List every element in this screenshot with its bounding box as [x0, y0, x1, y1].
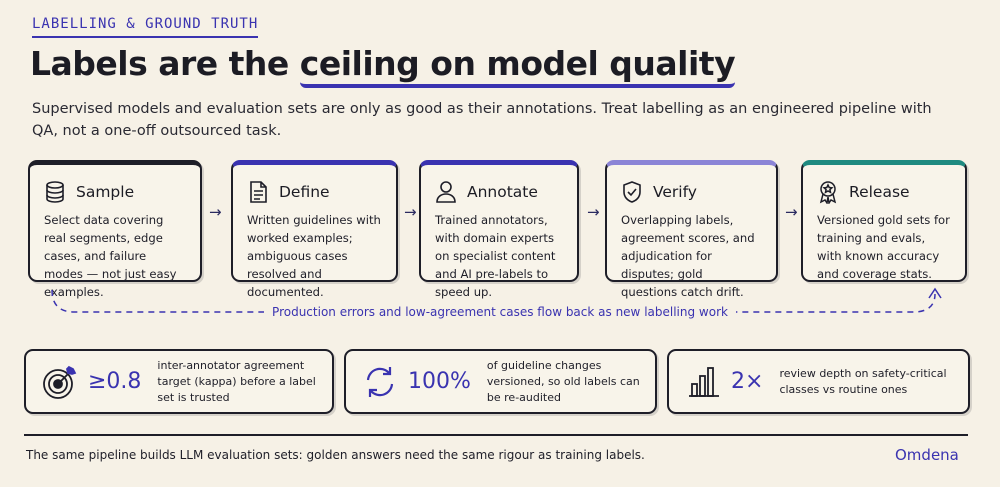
feedback-loop-text: Production errors and low-agreement case…	[264, 305, 736, 319]
stat-value: ≥0.8	[88, 369, 142, 394]
flow-arrow: →	[785, 203, 798, 221]
step-label: Release	[849, 183, 910, 201]
stat-description: review depth on safety-critical classes …	[779, 366, 947, 396]
title-prefix: Labels are the	[30, 44, 300, 83]
step-description: Trained annotators, with domain experts …	[435, 213, 556, 299]
award-ribbon-icon	[817, 180, 839, 204]
step-description: Overlapping labels, agreement scores, an…	[621, 213, 755, 299]
person-icon	[435, 180, 457, 204]
step-card-verify: Verify Overlapping labels, agreement sco…	[605, 160, 778, 299]
step-description: Written guidelines with worked examples;…	[247, 213, 381, 299]
step-description: Select data covering real segments, edge…	[44, 213, 177, 299]
stat-description: inter-annotator agreement target (kappa)…	[157, 358, 316, 404]
document-icon	[247, 180, 269, 204]
step-card-sample: Sample Select data covering real segment…	[28, 160, 202, 299]
flow-arrow: →	[209, 203, 222, 221]
step-card-define: Define Written guidelines with worked ex…	[231, 160, 398, 299]
shield-check-icon	[621, 180, 643, 204]
bar-chart-icon	[683, 362, 723, 402]
eyebrow-label: LABELLING & GROUND TRUTH	[32, 16, 259, 38]
step-label: Annotate	[467, 183, 538, 201]
footer-note: The same pipeline builds LLM evaluation …	[26, 448, 645, 462]
flow-arrow: →	[404, 203, 417, 221]
refresh-icon	[360, 362, 400, 402]
stat-card-agreement: ≥0.8 inter-annotator agreement target (k…	[24, 349, 334, 414]
step-card-release: Release Versioned gold sets for training…	[801, 160, 967, 282]
title-highlight: ceiling on model quality	[299, 44, 736, 88]
step-label: Sample	[76, 183, 135, 201]
stat-value: 2×	[731, 369, 764, 394]
footer-divider	[24, 434, 968, 436]
stat-value: 100%	[408, 369, 471, 394]
step-label: Define	[279, 183, 330, 201]
flow-arrow: →	[587, 203, 600, 221]
step-card-annotate: Annotate Trained annotators, with domain…	[419, 160, 579, 299]
stat-description: of guideline changes versioned, so old l…	[486, 358, 640, 404]
intro-paragraph: Supervised models and evaluation sets ar…	[32, 101, 932, 139]
stat-card-versioning: 100% of guideline changes versioned, so …	[344, 349, 657, 414]
step-label: Verify	[653, 183, 697, 201]
feedback-loop-caption: Production errors and low-agreement case…	[0, 305, 1000, 319]
target-icon	[40, 362, 80, 402]
database-icon	[44, 180, 66, 204]
step-description: Versioned gold sets for training and eva…	[817, 213, 950, 281]
page-title: Labels are the ceiling on model quality	[30, 44, 736, 88]
stat-card-review-depth: 2× review depth on safety-critical class…	[667, 349, 970, 414]
brand-logo-text: Omdena	[895, 446, 959, 464]
